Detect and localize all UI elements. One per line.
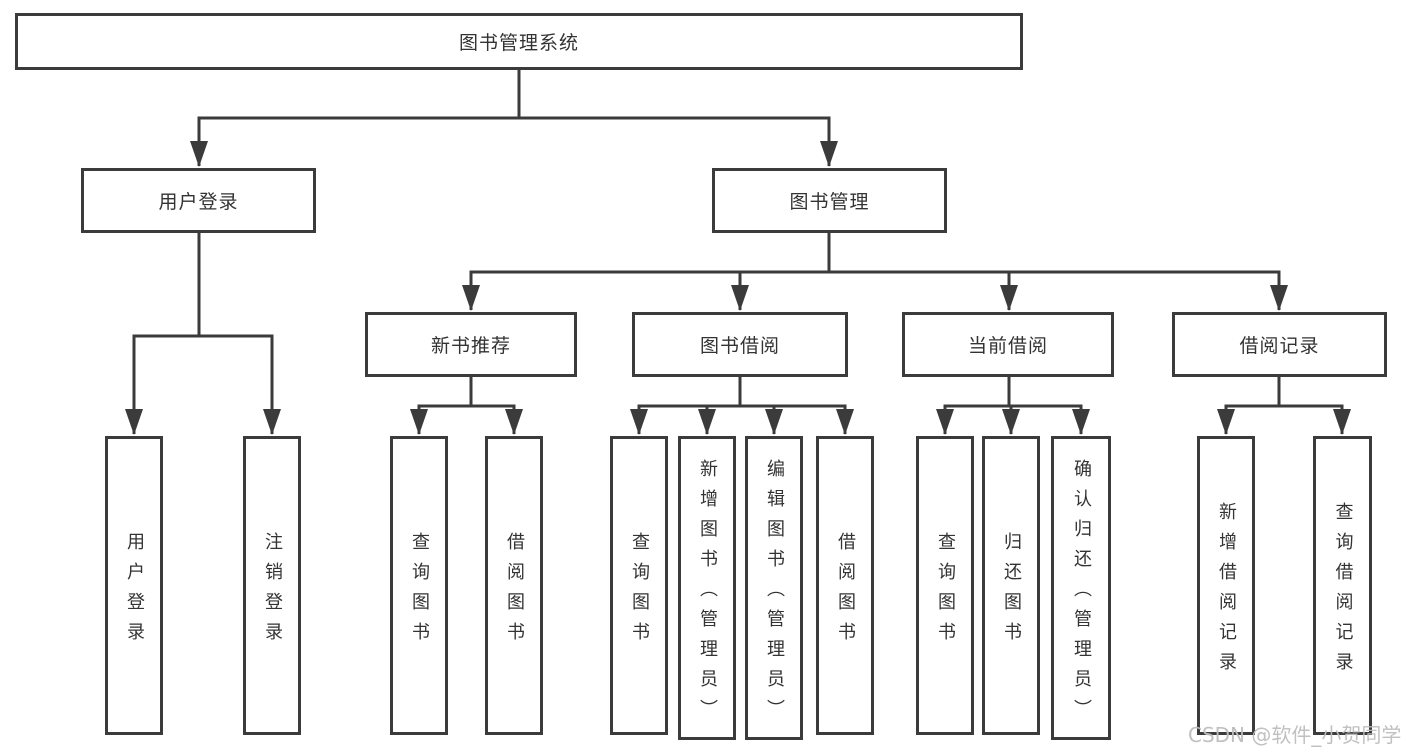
connector-new-book-recommend	[410, 377, 523, 435]
leaf-query-borrow-record-label: 查询借阅记录	[1332, 501, 1354, 682]
watermark: CSDN @软件_小贺同学	[1188, 723, 1402, 747]
leaf-edit-book-admin: 编辑图书（管理员）	[745, 436, 803, 740]
leaf-borrow-books-recommend: 借阅图书	[485, 436, 543, 735]
node-book-borrow-label: 图书借阅	[699, 335, 780, 357]
node-book-management-label: 图书管理	[789, 191, 870, 213]
leaf-add-borrow-record: 新增借阅记录	[1197, 436, 1255, 735]
node-borrow-record: 借阅记录	[1172, 312, 1387, 377]
leaf-borrow-books-recommend-label: 借阅图书	[504, 531, 525, 652]
leaf-query-borrow-record: 查询借阅记录	[1313, 436, 1372, 735]
connector-user-login	[125, 231, 281, 435]
leaf-return-book: 归还图书	[982, 436, 1040, 735]
leaf-confirm-return-admin: 确认归还（管理员）	[1051, 436, 1111, 740]
leaf-add-book-admin-label: 新增图书（管理员）	[697, 459, 718, 729]
connector-book-management	[462, 231, 1288, 311]
leaf-logout: 注销登录	[243, 436, 301, 735]
node-current-borrow: 当前借阅	[902, 312, 1114, 377]
connector-root	[190, 70, 838, 167]
leaf-return-book-label: 归还图书	[1001, 531, 1022, 652]
leaf-query-books-recommend: 查询图书	[390, 436, 448, 735]
connector-current-borrow	[936, 377, 1090, 435]
leaf-user-login: 用户登录	[105, 436, 163, 735]
leaf-query-books-current: 查询图书	[916, 436, 974, 735]
node-borrow-record-label: 借阅记录	[1239, 335, 1320, 357]
node-root-label: 图书管理系统	[458, 32, 579, 54]
connector-borrow-record	[1217, 377, 1351, 435]
leaf-query-books-borrow-label: 查询图书	[629, 531, 650, 652]
node-user-login: 用户登录	[81, 168, 316, 233]
node-current-borrow-label: 当前借阅	[967, 335, 1048, 357]
leaf-query-books-borrow: 查询图书	[610, 436, 668, 735]
leaf-borrow-books: 借阅图书	[816, 436, 874, 735]
leaf-borrow-books-label: 借阅图书	[835, 531, 856, 652]
leaf-query-books-recommend-label: 查询图书	[409, 531, 430, 652]
node-book-management: 图书管理	[712, 168, 947, 233]
leaf-add-borrow-record-label: 新增借阅记录	[1216, 501, 1237, 682]
leaf-add-book-admin: 新增图书（管理员）	[678, 436, 736, 740]
leaf-confirm-return-admin-label: 确认归还（管理员）	[1071, 459, 1092, 729]
node-book-borrow: 图书借阅	[632, 312, 848, 377]
node-user-login-label: 用户登录	[158, 191, 239, 213]
leaf-logout-label: 注销登录	[262, 531, 283, 652]
node-new-book-recommend: 新书推荐	[365, 312, 577, 377]
leaf-edit-book-admin-label: 编辑图书（管理员）	[764, 459, 785, 729]
leaf-user-login-label: 用户登录	[124, 531, 145, 652]
connector-book-borrow	[630, 377, 854, 435]
leaf-query-books-current-label: 查询图书	[935, 531, 956, 652]
node-root: 图书管理系统	[15, 13, 1023, 70]
node-new-book-recommend-label: 新书推荐	[430, 335, 511, 357]
